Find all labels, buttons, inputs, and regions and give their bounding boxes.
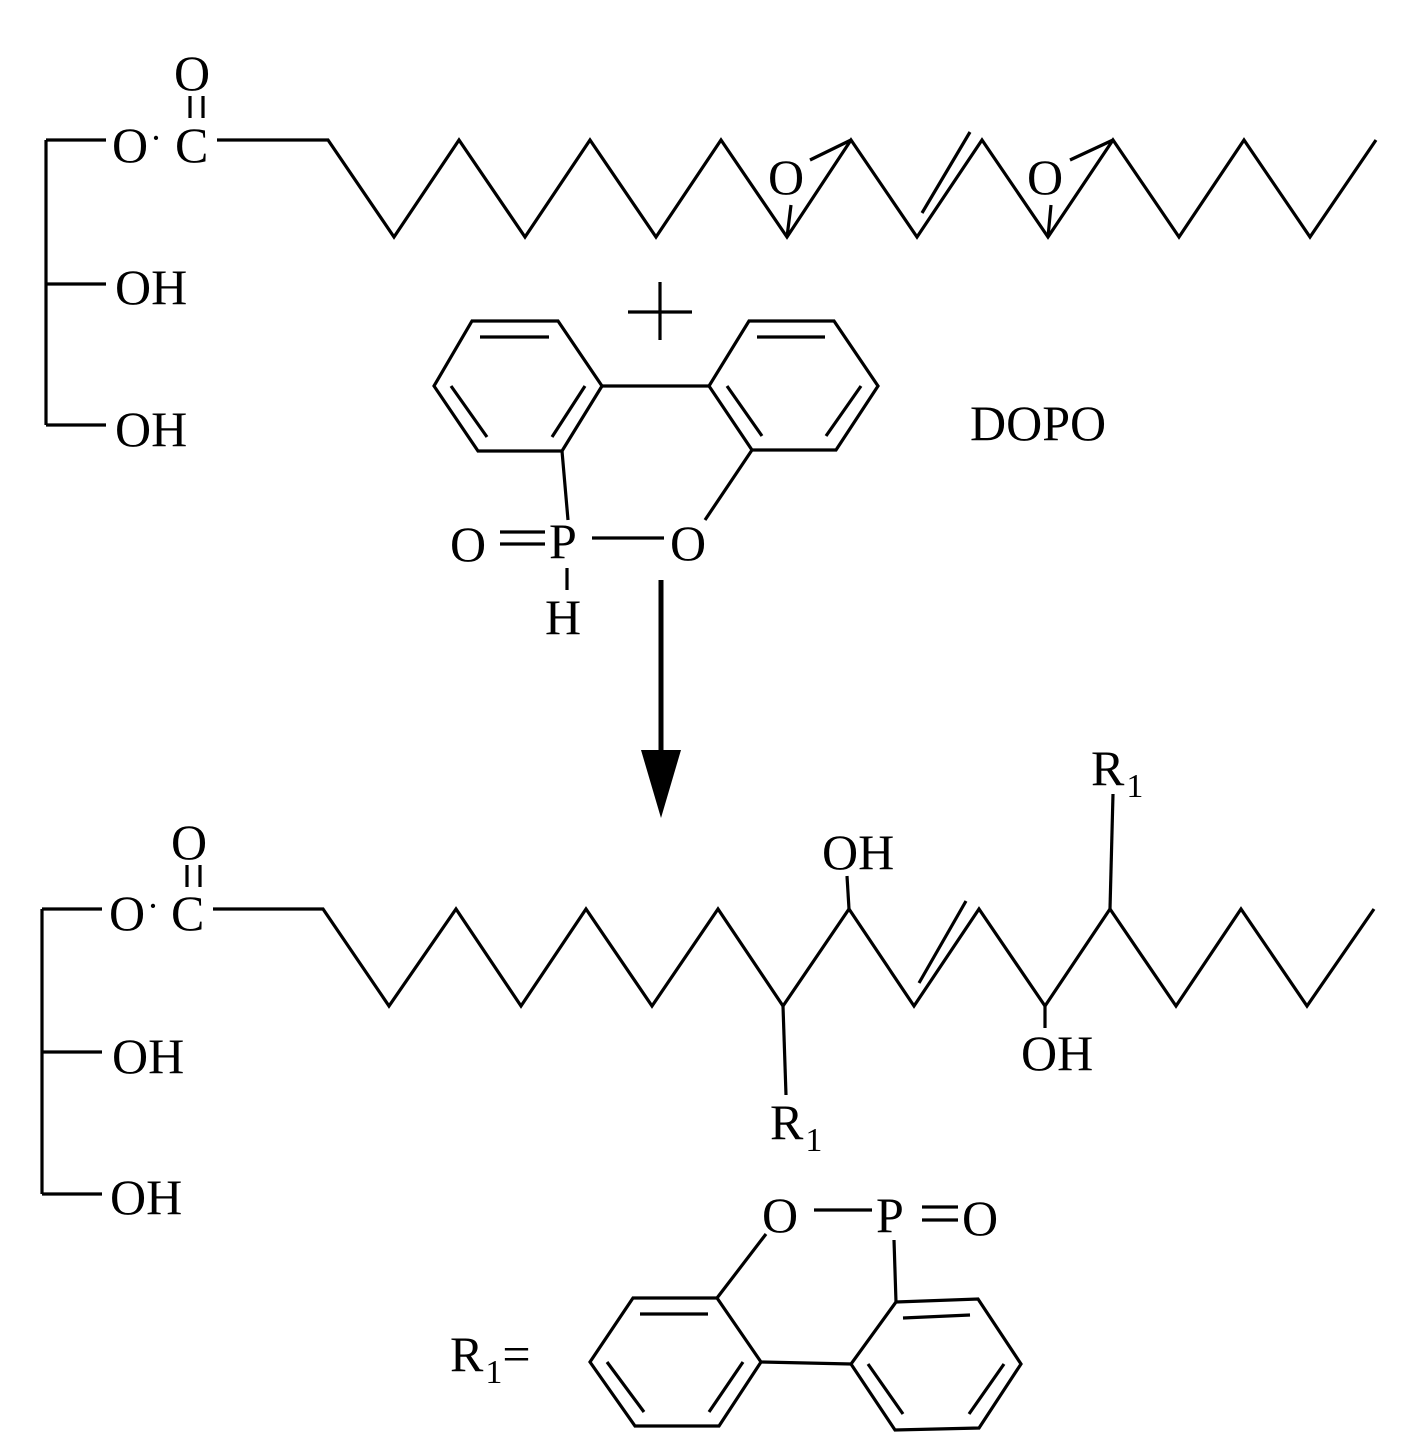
product-ester-oxygen: O: [109, 885, 145, 941]
dopo-phosphorus: P: [549, 513, 577, 569]
product-chain: [213, 906, 1376, 1009]
r1-phosphorus: P: [876, 1187, 904, 1243]
dopo-oxo-oxygen: O: [450, 516, 486, 572]
r1-left-ring: [588, 1296, 763, 1428]
r1-definition: R1= O P O: [450, 1187, 1023, 1432]
dopo-name-label: DOPO: [970, 395, 1106, 451]
dopo-hydrogen: H: [545, 589, 581, 645]
reactant-carbonyl-carbon: C: [175, 117, 208, 173]
product-hydroxyl-bottom: OH: [1021, 1025, 1093, 1081]
product-double-bond: [917, 900, 968, 984]
product-carbonyl-carbon: C: [171, 885, 204, 941]
dopo-left-ring: [432, 319, 604, 453]
product-carbonyl-oxygen: O: [171, 814, 207, 870]
reaction-arrow: [641, 580, 681, 818]
product-molecule: O · C O OH OH OH OH R1 R1: [40, 740, 1376, 1225]
reactant-hydroxyl-1: OH: [115, 259, 187, 315]
product-glycerol-hydroxyl-2: OH: [110, 1169, 182, 1225]
dopo-right-ring: [707, 319, 880, 452]
r1-definition-label: R1=: [450, 1326, 531, 1391]
reactant-epoxide-oxygen-1: O: [768, 149, 804, 205]
r1-oxo-oxygen: O: [962, 1190, 998, 1246]
product-hydroxyl-top: OH: [822, 824, 894, 880]
reactant-double-bond: [920, 131, 972, 214]
reactant-epoxide-oxygen-2: O: [1027, 149, 1063, 205]
reactant-hydroxyl-2: OH: [115, 401, 187, 457]
epoxide-2-bond-b: [1046, 204, 1053, 238]
reactant-molecule: O · C O OH OH O O: [44, 45, 1378, 457]
dopo-molecule: O P O H DOPO: [432, 319, 1106, 645]
reactant-dot: ·: [150, 118, 162, 158]
plus-sign: [628, 282, 692, 340]
product-glycerol-hydroxyl-1: OH: [112, 1028, 184, 1084]
epoxide-2-bond-a: [1069, 138, 1114, 162]
reactant-chain: [217, 137, 1378, 240]
r1-right-ring: [849, 1297, 1023, 1432]
reactant-ester-oxygen: O: [112, 117, 148, 173]
dopo-ring-oxygen: O: [670, 515, 706, 571]
epoxide-1-bond-a: [809, 138, 852, 162]
product-dot: ·: [147, 886, 159, 926]
r1-ring-oxygen: O: [762, 1187, 798, 1243]
epoxide-1-bond-b: [785, 204, 793, 238]
reactant-carbonyl-oxygen: O: [174, 45, 210, 101]
product-r1-bottom: R1: [770, 1094, 822, 1159]
product-r1-top: R1: [1091, 740, 1143, 805]
